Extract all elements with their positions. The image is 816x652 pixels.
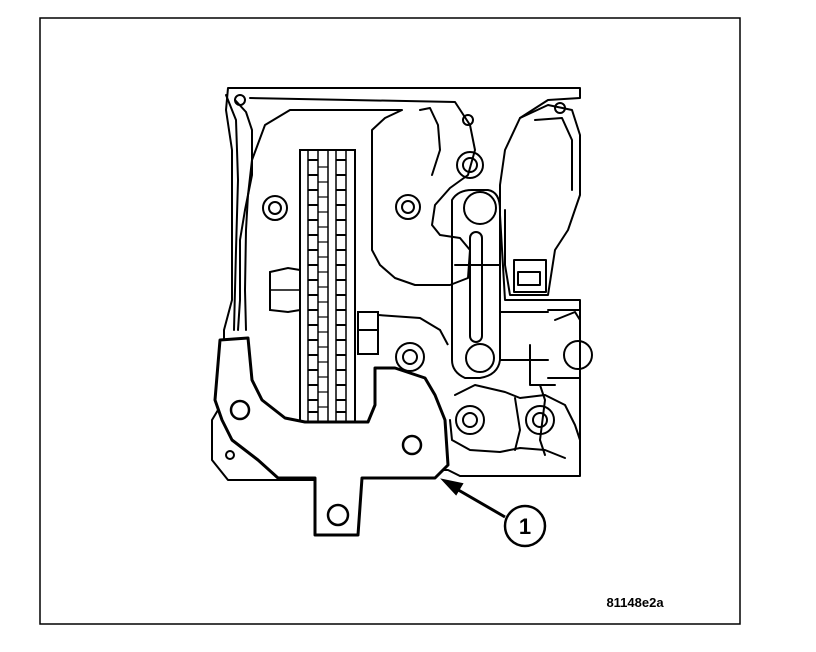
chain-guide: [451, 189, 501, 379]
timing-chain: [269, 149, 356, 423]
callout-circle: [503, 504, 547, 548]
callout-number: 1: [519, 514, 531, 539]
figure-frame: [39, 17, 741, 625]
callout-arrowhead: [440, 478, 464, 496]
bolt-holes: [225, 94, 593, 460]
holding-bracket-tool: [213, 336, 450, 537]
tensioner-block: [357, 311, 449, 372]
figure-id: 81148e2a: [606, 595, 664, 610]
callout-1: 1: [440, 478, 547, 548]
